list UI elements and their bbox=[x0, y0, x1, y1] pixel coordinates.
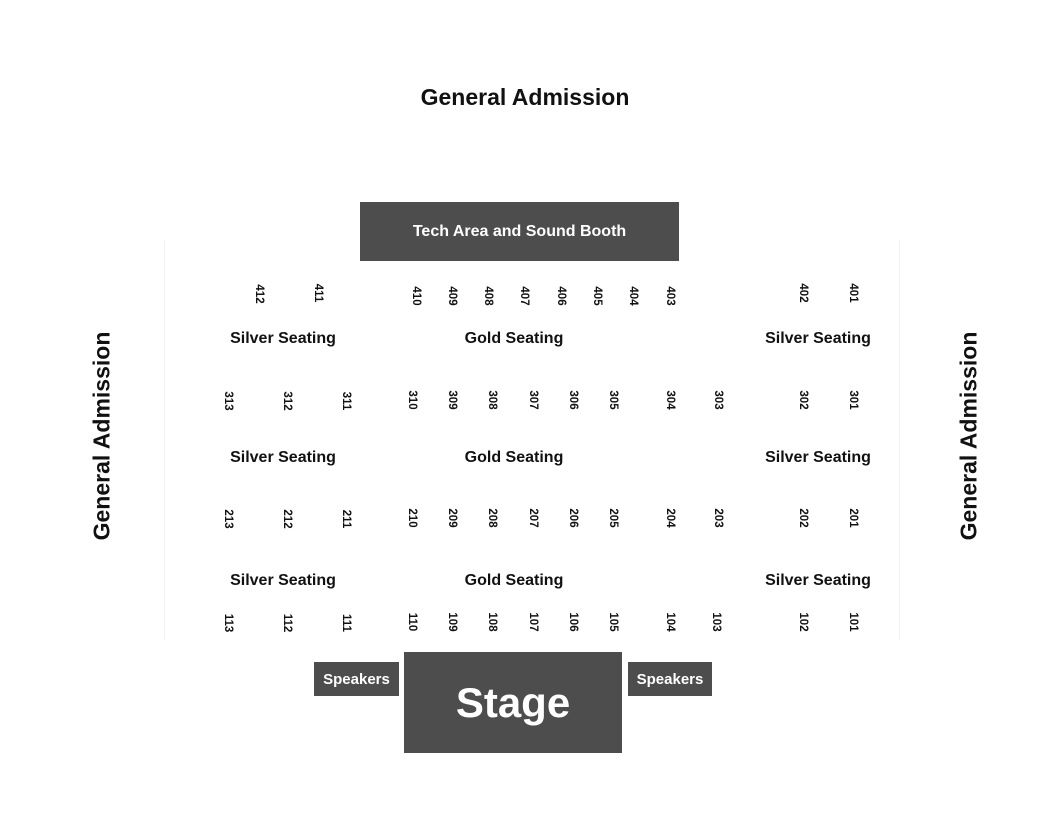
seat-209[interactable]: 209 bbox=[446, 508, 458, 528]
seat-112[interactable]: 112 bbox=[281, 613, 293, 633]
gold-seating-lower[interactable]: Gold Seating bbox=[464, 572, 564, 589]
gold-seating-middle[interactable]: Gold Seating bbox=[464, 449, 564, 466]
general-admission-left-label: General Admission bbox=[88, 331, 115, 541]
speakers-left: Speakers bbox=[314, 662, 399, 696]
general-admission-top-label: General Admission bbox=[420, 84, 630, 110]
seat-307[interactable]: 307 bbox=[527, 390, 539, 410]
gold-seating-upper[interactable]: Gold Seating bbox=[464, 330, 564, 347]
seat-213[interactable]: 213 bbox=[222, 509, 234, 529]
seat-111[interactable]: 111 bbox=[340, 614, 352, 632]
tech-area-sound-booth: Tech Area and Sound Booth bbox=[360, 202, 679, 261]
venue-outline-left bbox=[164, 240, 165, 640]
seat-113[interactable]: 113 bbox=[222, 613, 234, 633]
silver-seating-left-upper[interactable]: Silver Seating bbox=[230, 330, 336, 347]
silver-seating-right-middle[interactable]: Silver Seating bbox=[765, 449, 871, 466]
seat-407[interactable]: 407 bbox=[518, 286, 530, 306]
seat-412[interactable]: 412 bbox=[253, 284, 265, 304]
seat-103[interactable]: 103 bbox=[710, 612, 722, 632]
seat-402[interactable]: 402 bbox=[797, 283, 809, 303]
silver-seating-left-middle[interactable]: Silver Seating bbox=[230, 449, 336, 466]
seat-404[interactable]: 404 bbox=[627, 286, 639, 306]
seat-107[interactable]: 107 bbox=[527, 612, 539, 632]
silver-seating-right-lower[interactable]: Silver Seating bbox=[765, 572, 871, 589]
seat-408[interactable]: 408 bbox=[482, 286, 494, 306]
seat-313[interactable]: 313 bbox=[222, 391, 234, 411]
seat-207[interactable]: 207 bbox=[527, 508, 539, 528]
silver-seating-left-lower[interactable]: Silver Seating bbox=[230, 572, 336, 589]
seat-308[interactable]: 308 bbox=[486, 390, 498, 410]
speakers-right: Speakers bbox=[628, 662, 712, 696]
seat-410[interactable]: 410 bbox=[410, 286, 422, 306]
seat-201[interactable]: 201 bbox=[847, 508, 859, 528]
seat-105[interactable]: 105 bbox=[607, 612, 619, 632]
seat-301[interactable]: 301 bbox=[847, 390, 859, 410]
venue-outline-right bbox=[899, 240, 900, 640]
silver-seating-right-upper[interactable]: Silver Seating bbox=[765, 330, 871, 347]
seat-205[interactable]: 205 bbox=[607, 508, 619, 528]
seat-108[interactable]: 108 bbox=[486, 612, 498, 632]
seat-312[interactable]: 312 bbox=[281, 391, 293, 411]
seat-303[interactable]: 303 bbox=[712, 390, 724, 410]
seat-101[interactable]: 101 bbox=[847, 612, 859, 632]
seat-104[interactable]: 104 bbox=[664, 612, 676, 632]
seat-309[interactable]: 309 bbox=[446, 390, 458, 410]
general-admission-right-label: General Admission bbox=[955, 331, 982, 541]
seat-206[interactable]: 206 bbox=[567, 508, 579, 528]
seat-409[interactable]: 409 bbox=[446, 286, 458, 306]
seat-401[interactable]: 401 bbox=[847, 283, 859, 303]
seat-406[interactable]: 406 bbox=[555, 286, 567, 306]
seat-403[interactable]: 403 bbox=[664, 286, 676, 306]
seat-310[interactable]: 310 bbox=[406, 390, 418, 410]
seat-411[interactable]: 411 bbox=[312, 283, 324, 303]
seat-202[interactable]: 202 bbox=[797, 508, 809, 528]
seat-208[interactable]: 208 bbox=[486, 508, 498, 528]
seat-211[interactable]: 211 bbox=[340, 509, 352, 529]
seat-102[interactable]: 102 bbox=[797, 612, 809, 632]
seat-405[interactable]: 405 bbox=[591, 286, 603, 306]
seat-109[interactable]: 109 bbox=[446, 612, 458, 632]
seat-212[interactable]: 212 bbox=[281, 509, 293, 529]
seat-106[interactable]: 106 bbox=[567, 612, 579, 632]
seat-304[interactable]: 304 bbox=[664, 390, 676, 410]
seat-306[interactable]: 306 bbox=[567, 390, 579, 410]
seat-110[interactable]: 110 bbox=[406, 612, 418, 632]
seat-203[interactable]: 203 bbox=[712, 508, 724, 528]
stage: Stage bbox=[404, 652, 622, 753]
seat-305[interactable]: 305 bbox=[607, 390, 619, 410]
seat-302[interactable]: 302 bbox=[797, 390, 809, 410]
seat-311[interactable]: 311 bbox=[340, 391, 352, 411]
seat-210[interactable]: 210 bbox=[406, 508, 418, 528]
seat-204[interactable]: 204 bbox=[664, 508, 676, 528]
